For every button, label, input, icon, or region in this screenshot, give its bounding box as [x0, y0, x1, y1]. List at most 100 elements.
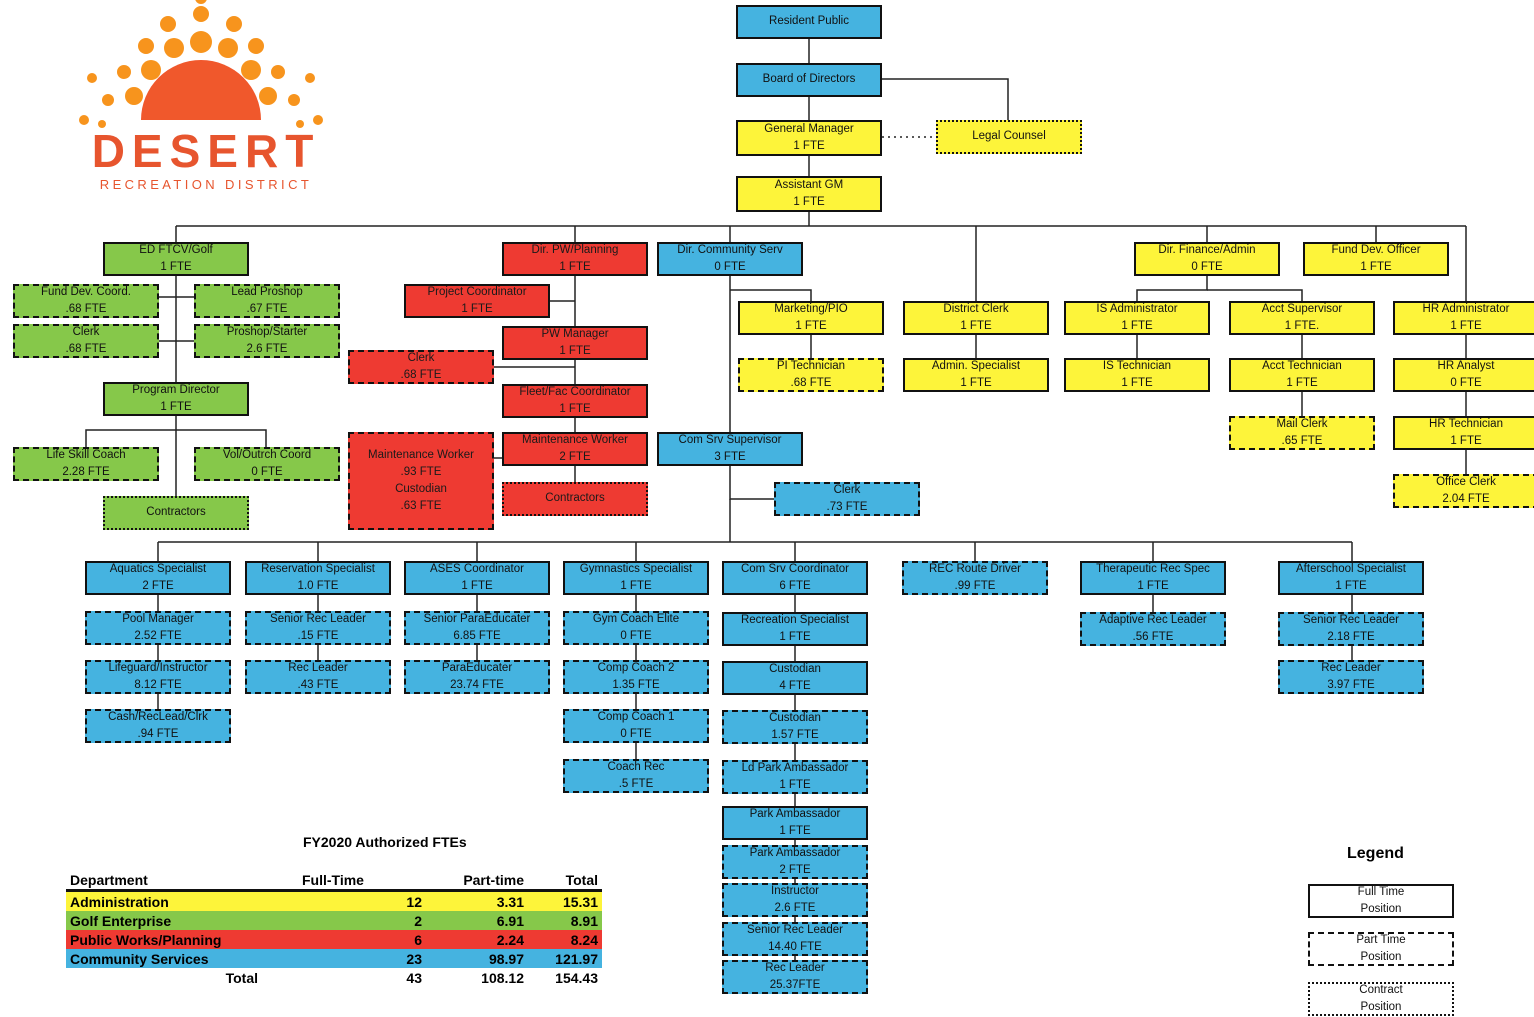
org-box-legal: Legal Counsel — [936, 120, 1082, 154]
org-box-srrecleader1: Senior Rec Leader.15 FTE — [245, 611, 391, 645]
position-title: Fund Dev. Coord. — [41, 285, 131, 298]
position-title: Fleet/Fac Coordinator — [519, 385, 631, 398]
position-title: Clerk — [72, 325, 100, 338]
position-detail: .68 FTE — [400, 369, 442, 381]
position-detail: 1 FTE — [779, 779, 811, 791]
org-box-clerkr: Clerk .68 FTE — [348, 350, 494, 384]
org-box-recroute: REC Route Driver.99 FTE — [902, 561, 1048, 595]
org-box-mailclerk: Mail Clerk.65 FTE — [1229, 416, 1375, 450]
position-detail: Position — [1360, 1001, 1402, 1013]
position-detail: 1 FTE — [461, 580, 493, 592]
org-box-clerkg: Clerk.68 FTE — [13, 324, 159, 358]
position-detail: 0 FTE — [251, 466, 283, 478]
row-department: Public Works/Planning — [70, 931, 222, 948]
row-total: 15.31 — [562, 893, 598, 910]
position-detail: 1 FTE — [793, 140, 825, 152]
position-detail: .56 FTE — [1132, 631, 1174, 643]
position-detail: 2.52 FTE — [134, 630, 182, 642]
org-box-leadproshop: Lead Proshop.67 FTE — [194, 284, 340, 318]
org-box-recleader1: Rec Leader.43 FTE — [245, 660, 391, 694]
position-detail: 0 FTE — [714, 261, 746, 273]
position-detail: .5 FTE — [618, 778, 654, 790]
sun-icon — [79, 0, 323, 128]
position-title: Coach Rec — [607, 760, 665, 773]
position-title: Senior Rec Leader — [747, 923, 843, 936]
org-box-cash: Cash/RecLead/Clrk.94 FTE — [85, 709, 231, 743]
position-detail: 14.40 FTE — [768, 941, 822, 953]
position-title: Acct Supervisor — [1261, 302, 1343, 315]
row-part-time: 6.91 — [496, 912, 524, 929]
position-title: Office Clerk — [1436, 475, 1496, 488]
header-total: Total — [528, 870, 602, 892]
position-detail: 1 FTE. — [1284, 320, 1320, 332]
org-box-funddevcoord: Fund Dev. Coord..68 FTE — [13, 284, 159, 318]
position-title: Contract — [1359, 983, 1403, 996]
position-title: Gym Coach Elite — [592, 612, 680, 625]
position-title: Pool Manager — [122, 612, 194, 625]
row-full-time: 12 — [406, 893, 422, 910]
org-box-srrecleader2: Senior Rec Leader 14.40 FTE — [722, 922, 868, 956]
position-detail: 1 FTE — [960, 320, 992, 332]
row-total: 8.91 — [570, 912, 598, 929]
header-department: Department — [66, 870, 298, 892]
org-box-fleet: Fleet/Fac Coordinator 1 FTE — [502, 384, 648, 418]
org-box-poolmgr: Pool Manager 2.52 FTE — [85, 611, 231, 645]
position-title: ED FTCV/Golf — [139, 243, 213, 256]
fte-table: Department Full-Time Part-time Total Adm… — [66, 870, 602, 987]
position-detail: 1.35 FTE — [612, 679, 660, 691]
position-title: Project Coordinator — [427, 285, 527, 298]
position-detail: 1 FTE — [559, 403, 591, 415]
row-department: Administration — [70, 893, 169, 910]
position-title: Rec Leader — [288, 661, 348, 674]
connector-line — [729, 466, 774, 500]
position-title: District Clerk — [943, 302, 1009, 315]
position-title: Resident Public — [769, 15, 849, 28]
org-box-contractr: Contractors — [502, 482, 648, 516]
position-title: Com Srv Coordinator — [740, 562, 849, 575]
position-detail: 23.74 FTE — [450, 679, 504, 691]
org-box-pitech: PI Technician.68 FTE — [738, 358, 884, 392]
position-title: Lifeguard/Instructor — [108, 661, 208, 674]
position-title: Life Skill Coach — [46, 448, 126, 461]
position-title: Senior ParaEducater — [423, 612, 531, 625]
position-detail: 1 FTE — [779, 825, 811, 837]
legend-title: Legend — [1347, 845, 1404, 862]
row-part-time: 3.31 — [496, 893, 524, 910]
position-title: Clerk — [407, 351, 435, 364]
connector-line — [1207, 289, 1303, 301]
position-title: General Manager — [764, 122, 854, 135]
position-title: Admin. Specialist — [931, 359, 1021, 372]
position-title: Full Time — [1357, 885, 1405, 898]
position-title: Dir. Community Serv — [677, 243, 783, 256]
table-row: Golf Enterprise 2 6.91 8.91 — [66, 911, 602, 930]
table-row: Community Services 23 98.97 121.97 — [66, 949, 602, 968]
position-detail: 0 FTE — [620, 728, 652, 740]
position-detail: 1 FTE — [1450, 320, 1482, 332]
position-detail: 1.0 FTE — [297, 580, 339, 592]
position-title: Aquatics Specialist — [109, 562, 207, 575]
row-department: Golf Enterprise — [70, 912, 172, 929]
